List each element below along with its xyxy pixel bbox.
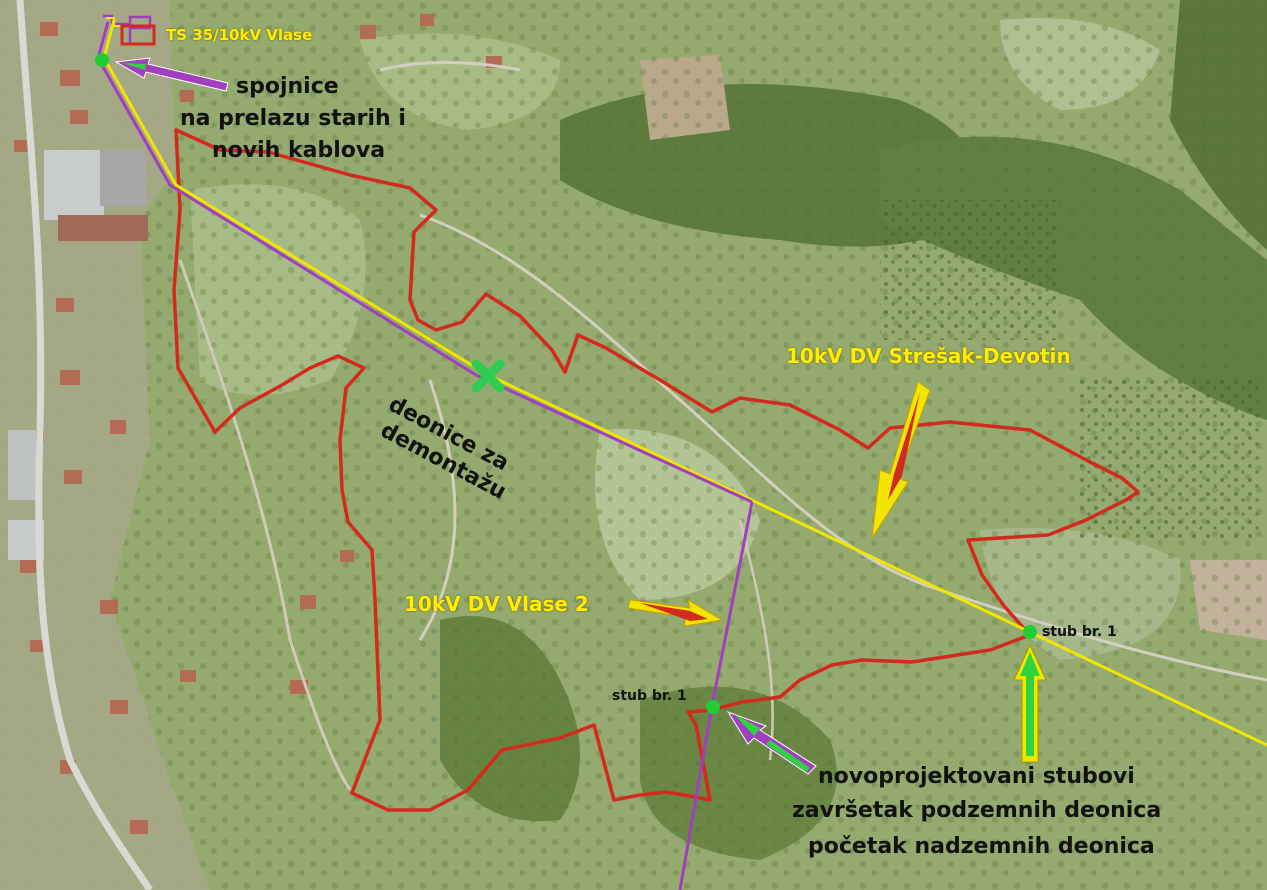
label-line-vlase2: 10kV DV Vlase 2 (404, 592, 589, 616)
arrow-new-poles-right (1013, 643, 1047, 763)
line-purple-existing[interactable] (96, 21, 753, 504)
joint-marker[interactable] (95, 53, 109, 67)
building (8, 430, 36, 500)
arrow-stresak (871, 381, 931, 539)
label-new-poles-line3: početak nadzemnih deonica (808, 834, 1155, 859)
label-joints-line1: spojnice (236, 74, 339, 99)
arrow-vlase2 (627, 598, 724, 627)
building (100, 150, 146, 206)
local-road (419, 213, 1267, 682)
houses (14, 14, 502, 834)
substation-outline (103, 14, 152, 46)
label-joints-line2: na prelazu starih i (180, 106, 406, 131)
label-joints-line3: novih kablova (212, 138, 386, 163)
arrow-new-poles-left (726, 711, 817, 775)
label-line-stresak-devotin: 10kV DV Strešak-Devotin (786, 344, 1071, 368)
dismantle-x-mark[interactable] (471, 359, 505, 393)
arrow-joints (114, 57, 229, 92)
local-road (379, 61, 521, 72)
local-road (418, 379, 457, 641)
label-new-poles-line2: završetak podzemnih deonica (792, 798, 1162, 823)
label-pole-right: stub br. 1 (1042, 624, 1117, 640)
label-substation: TS 35/10kV Vlase (166, 26, 313, 44)
pole-marker-right[interactable] (1023, 625, 1037, 639)
local-road (178, 259, 352, 791)
pole-marker-left[interactable] (706, 700, 720, 714)
project-boundary (172, 128, 1140, 812)
building (58, 215, 148, 241)
local-road (738, 519, 774, 761)
label-pole-left: stub br. 1 (612, 688, 687, 704)
line-yellow-stresak-devotin[interactable] (102, 19, 1267, 747)
main-road (16, 0, 153, 890)
substation-icon (120, 24, 156, 46)
label-new-poles-line1: novoprojektovani stubovi (818, 764, 1135, 789)
building-school (44, 150, 104, 220)
